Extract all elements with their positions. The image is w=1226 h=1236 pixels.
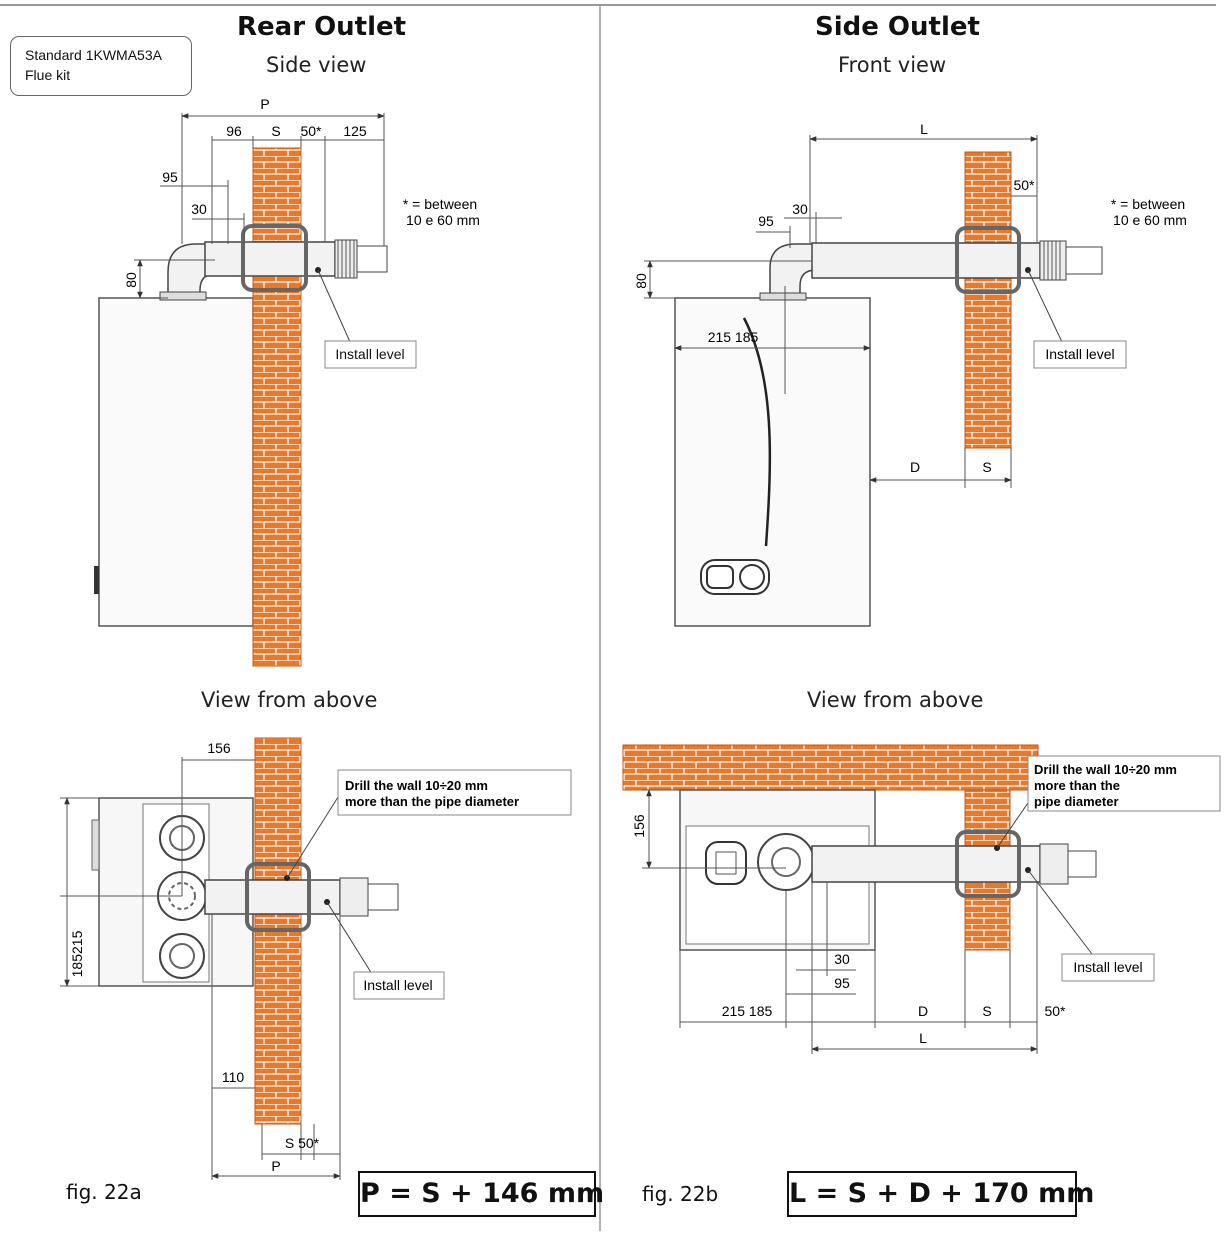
dim-rear-p: P [260,96,269,112]
rear-title: Rear Outlet [237,12,407,42]
kit-label-box: Standard 1KWMA53A Flue kit [10,36,192,96]
rear-boiler-body [98,297,254,627]
rear-elbow-base [159,291,207,301]
dim-side-95b: 95 [834,975,850,991]
rear-install-level-top-label: Install level [363,977,432,993]
side-front-view: Install level L 50* 95 30 80 215 185 D S… [633,121,1187,627]
dim-rear-125: 125 [343,123,367,139]
dim-side-d: D [910,459,920,475]
side-front-view-label: Front view [838,53,947,77]
rear-note-line1: * = between [403,196,477,212]
dim-rear-110: 110 [222,1069,245,1085]
rear-fitting-bottom [159,933,205,979]
side-boiler-cable [742,317,772,547]
rear-fig-label: fig. 22a [66,1180,142,1204]
side-pipe-top [811,845,1041,883]
rear-drill-box [337,769,572,816]
side-top-view-label: View from above [807,688,984,712]
side-install-level-top-label: Install level [1073,959,1142,975]
side-install-level-top-box [1061,953,1155,982]
side-wall-horizontal [622,744,1039,791]
dim-rear-185215: 185215 [69,930,85,977]
dim-side-50: 50* [1013,177,1035,193]
rear-clamp-side [241,224,308,292]
side-fig-label: fig. 22b [642,1182,719,1206]
dim-side-sb: S [982,1003,991,1019]
dim-side-lb: L [919,1030,927,1046]
side-drill-line1: Drill the wall 10÷20 mm [1034,762,1177,777]
rear-drill-line2: more than the pipe diameter [345,794,519,809]
dim-rear-96: 96 [226,123,242,139]
kit-label-line2: Flue kit [25,67,71,83]
dim-side-l: L [920,121,928,137]
rear-boiler-knob [94,566,99,594]
rear-formula: P = S + 146 mm [358,1171,604,1217]
side-top-view: Drill the wall 10÷20 mm more than the pi… [622,744,1221,1054]
dim-side-30b: 30 [834,951,850,967]
dim-rear-156: 156 [207,740,231,756]
side-wall-front [964,151,1012,449]
dim-side-30: 30 [792,201,808,217]
side-install-level-label: Install level [1045,346,1114,362]
rear-clamp-top [245,862,311,932]
side-drill-line2: more than the [1034,778,1120,793]
rear-top-view: Drill the wall 10÷20 mm more than the pi… [60,737,572,1180]
dim-side-db: D [918,1003,928,1019]
dim-side-95: 95 [758,213,774,229]
side-clamp-front [955,226,1021,294]
rear-install-level-box [324,340,417,369]
dim-rear-95: 95 [162,169,178,185]
dim-side-215185: 215 185 [708,329,759,345]
side-title: Side Outlet [815,12,980,42]
side-boiler-panel [700,559,770,595]
dim-side-156: 156 [631,814,647,838]
rear-drill-line1: Drill the wall 10÷20 mm [345,778,488,793]
kit-label-line1: Standard 1KWMA53A [25,47,162,63]
side-elbow [769,243,817,299]
rear-side-view-label: Side view [266,53,367,77]
side-note-line1: * = between [1111,196,1185,212]
dim-rear-s: S [271,123,280,139]
dim-side-215185b: 215 185 [722,1003,773,1019]
rear-top-view-label: View from above [201,688,378,712]
side-formula: L = S + D + 170 mm [787,1171,1094,1217]
rear-install-level-top-box [353,971,445,1000]
side-clamp-top [955,830,1021,898]
side-pipe-front [811,242,1041,279]
side-fitting-top [757,833,815,891]
side-note-line2: 10 e 60 mm [1113,212,1187,228]
dim-side-50b: 50* [1044,1003,1066,1019]
dim-rear-80: 80 [123,272,139,288]
rear-install-level-label: Install level [335,346,404,362]
side-drill-line3: pipe diameter [1034,794,1119,809]
rear-side-view: Install level P 96 S 50* 125 95 30 80 * … [94,96,480,667]
dim-rear-s50: S 50* [285,1135,320,1151]
dim-rear-30: 30 [191,201,207,217]
rear-pipe-side [204,241,336,277]
dim-side-s: S [982,459,991,475]
rear-pipe-top [204,879,341,915]
dim-side-80: 80 [633,273,649,289]
rear-wall-side [252,147,302,667]
side-drill-box [1027,755,1221,812]
dim-rear-50: 50* [300,123,322,139]
side-install-level-box [1033,340,1127,369]
dim-rear-p-bottom: P [271,1158,280,1174]
rear-terminal-tip [356,245,388,273]
rear-note-line2: 10 e 60 mm [406,212,480,228]
